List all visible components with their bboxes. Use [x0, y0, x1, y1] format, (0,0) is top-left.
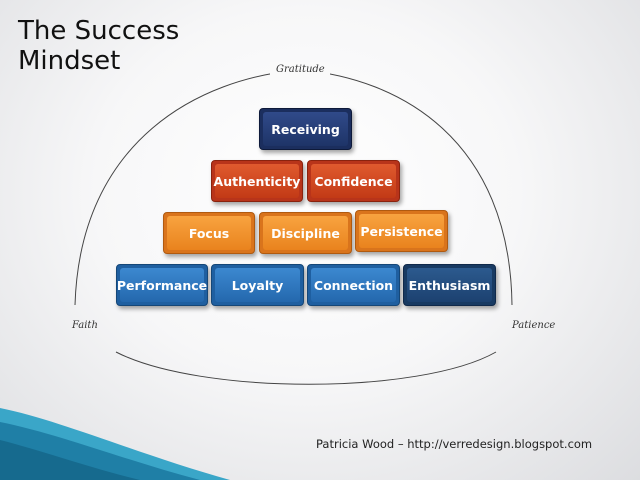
block-discipline: Discipline: [259, 212, 352, 254]
block-connection: Connection: [307, 264, 400, 306]
slide-title: The Success Mindset: [18, 16, 179, 76]
block-enthusiasm: Enthusiasm: [403, 264, 496, 306]
lower-arc: [115, 351, 497, 385]
block-authenticity: Authenticity: [211, 160, 303, 202]
faith-label: Faith: [72, 320, 98, 331]
title-line-1: The Success: [18, 16, 180, 46]
footer-credit: Patricia Wood – http://verredesign.blogs…: [316, 437, 593, 451]
block-loyalty: Loyalty: [211, 264, 304, 306]
block-receiving: Receiving: [259, 108, 352, 150]
gratitude-label: Gratitude: [276, 64, 325, 75]
gratitude-label-gap: [270, 62, 330, 78]
patience-label: Patience: [512, 320, 556, 331]
decorative-teal-band: [0, 408, 230, 480]
title-line-2: Mindset: [18, 46, 121, 76]
block-confidence: Confidence: [307, 160, 400, 202]
block-persistence: Persistence: [355, 210, 448, 252]
block-performance: Performance: [116, 264, 208, 306]
block-focus: Focus: [163, 212, 255, 254]
